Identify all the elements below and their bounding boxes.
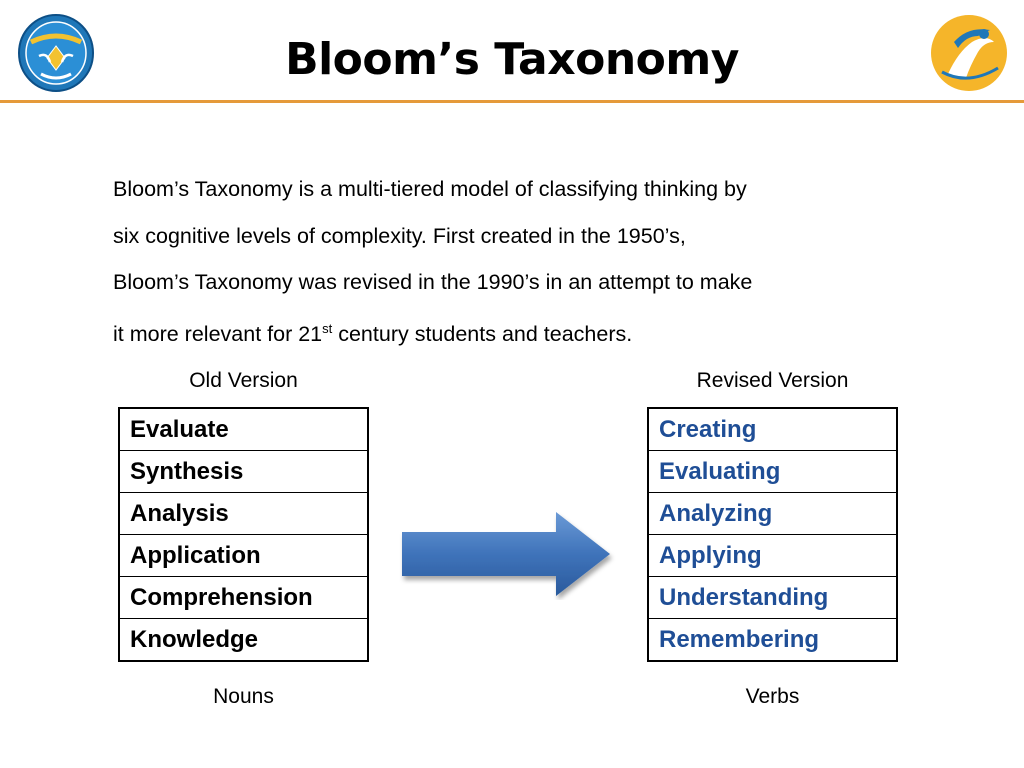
table-row: Application xyxy=(118,534,369,577)
intro-line: Bloom’s Taxonomy was revised in the 1990… xyxy=(113,270,753,294)
table-row: Applying xyxy=(647,534,898,577)
intro-paragraph: Bloom’s Taxonomy is a multi-tiered model… xyxy=(113,166,913,357)
old-level-cell: Synthesis xyxy=(118,450,369,493)
old-level-cell: Knowledge xyxy=(118,618,369,662)
kurikulum-2013-logo-icon xyxy=(931,15,1007,91)
intro-line: six cognitive levels of complexity. Firs… xyxy=(113,223,686,248)
revised-level-cell: Applying xyxy=(647,534,898,577)
revised-level-cell: Creating xyxy=(647,407,898,451)
table-row: Knowledge xyxy=(118,618,369,662)
old-level-cell: Evaluate xyxy=(118,407,369,451)
slide-header: Bloom’s Taxonomy xyxy=(0,0,1024,104)
table-row: Creating xyxy=(647,407,898,451)
table-row: Synthesis xyxy=(118,450,369,493)
table-row: Evaluating xyxy=(647,450,898,493)
old-version-table: Evaluate Synthesis Analysis Application … xyxy=(118,407,369,662)
right-arrow-icon xyxy=(402,512,610,596)
revised-level-cell: Understanding xyxy=(647,576,898,619)
header-divider xyxy=(0,100,1024,103)
table-row: Analysis xyxy=(118,492,369,535)
ministry-emblem-icon xyxy=(18,14,94,92)
table-row: Analyzing xyxy=(647,492,898,535)
old-level-cell: Application xyxy=(118,534,369,577)
old-level-cell: Analysis xyxy=(118,492,369,535)
table-row: Remembering xyxy=(647,618,898,662)
old-version-footer: Nouns xyxy=(213,685,274,708)
intro-line: Bloom’s Taxonomy is a multi-tiered model… xyxy=(113,177,747,201)
old-level-cell: Comprehension xyxy=(118,576,369,619)
revised-level-cell: Analyzing xyxy=(647,492,898,535)
revised-level-cell: Remembering xyxy=(647,618,898,662)
revised-version-table: Creating Evaluating Analyzing Applying U… xyxy=(647,407,898,662)
table-row: Comprehension xyxy=(118,576,369,619)
page-title: Bloom’s Taxonomy xyxy=(285,34,739,85)
revised-version-heading: Revised Version xyxy=(696,369,849,392)
old-version-heading: Old Version xyxy=(189,369,298,392)
intro-line: it more relevant for 21st century studen… xyxy=(113,320,633,346)
ordinal-superscript: st xyxy=(322,320,333,336)
revised-level-cell: Evaluating xyxy=(647,450,898,493)
revised-version-footer: Verbs xyxy=(745,685,800,708)
table-row: Evaluate xyxy=(118,407,369,451)
table-row: Understanding xyxy=(647,576,898,619)
